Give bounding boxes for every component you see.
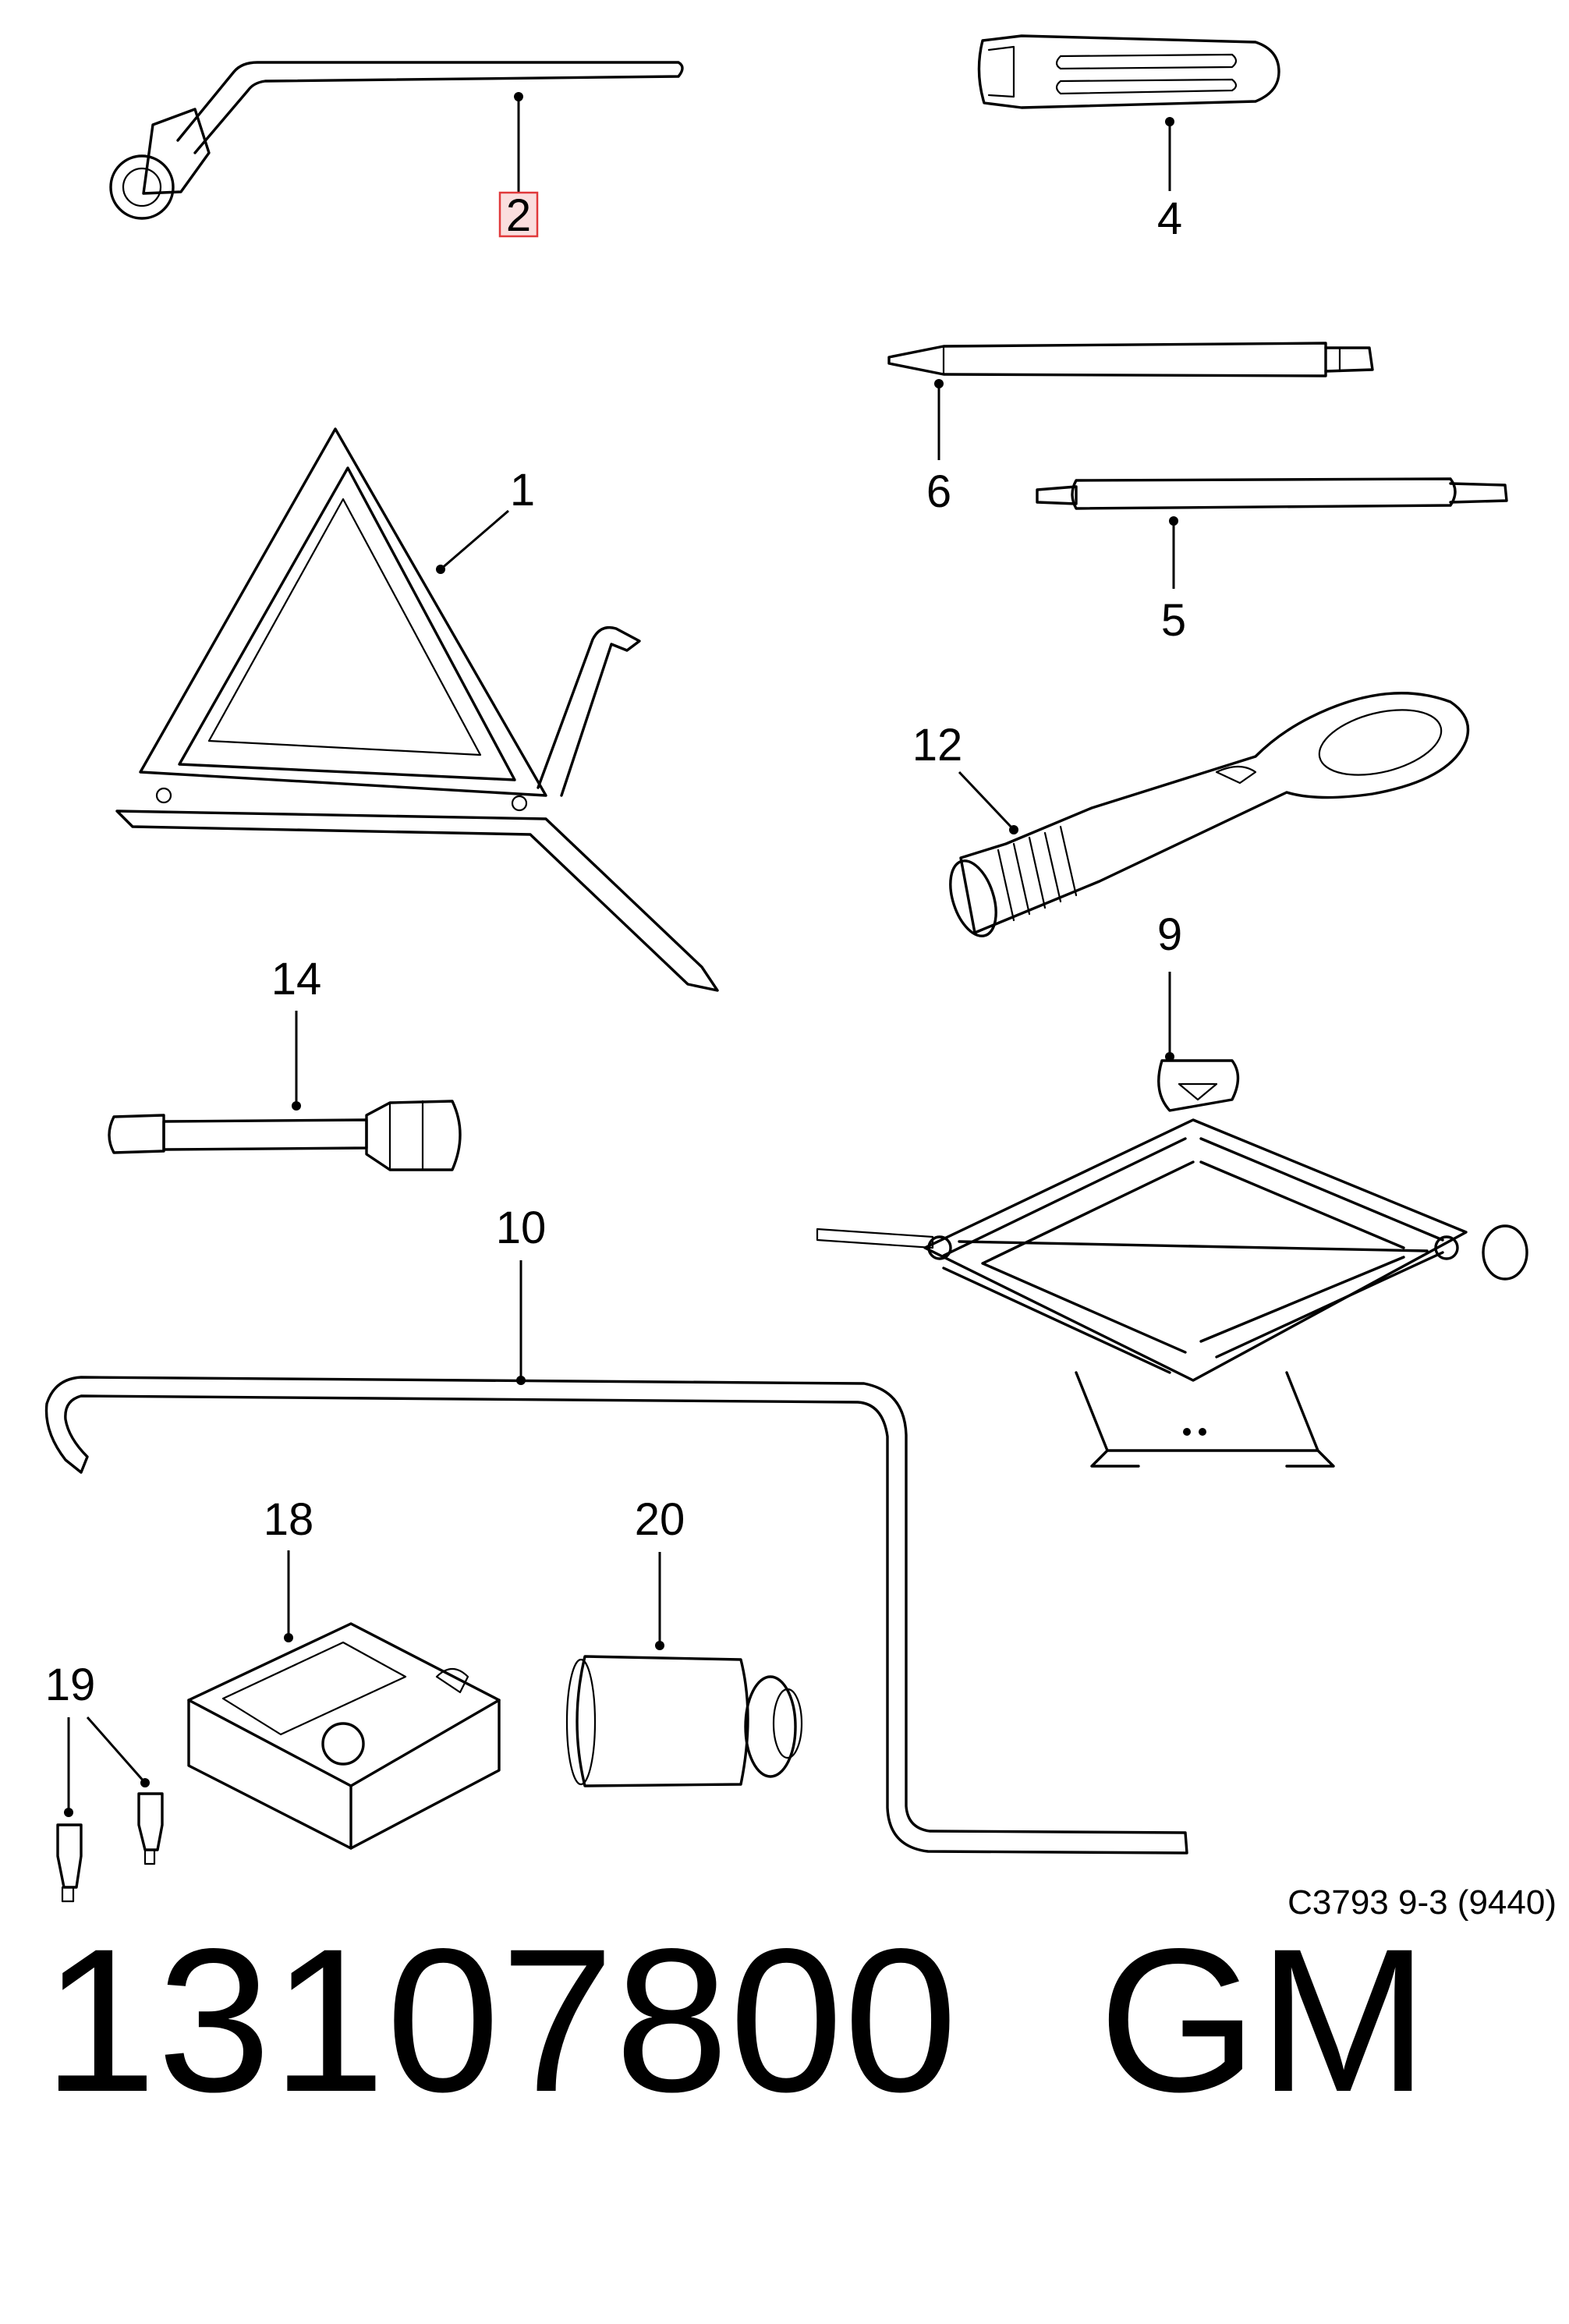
part-number: 13107800	[43, 1906, 958, 2134]
compressor-kit-illustration	[187, 1622, 501, 1850]
wheel-bolt-adapter-illustration	[108, 1100, 462, 1171]
callout-2-highlight	[498, 191, 539, 238]
callout-18[interactable]: 18	[264, 1494, 314, 1545]
callout-10[interactable]: 10	[496, 1203, 547, 1253]
extension-bar-illustration	[1036, 477, 1508, 510]
screwdriver-blade-illustration	[887, 342, 1374, 377]
sealant-canister-illustration	[565, 1655, 803, 1787]
screwdriver-handle-illustration	[977, 34, 1280, 109]
callout-9[interactable]: 9	[1157, 909, 1182, 960]
callout-20[interactable]: 20	[635, 1494, 685, 1545]
callout-1[interactable]: 1	[510, 465, 535, 515]
callout-5[interactable]: 5	[1161, 595, 1186, 646]
callout-12[interactable]: 12	[912, 720, 963, 771]
warning-triangle-illustration	[115, 427, 719, 992]
valve-adapters-illustration	[56, 1792, 164, 1903]
scissor-jack-illustration	[816, 1059, 1528, 1468]
illustration-code: C3793 9-3 (9440)	[1287, 1883, 1557, 1922]
towing-eye-illustration	[949, 692, 1470, 937]
callout-19[interactable]: 19	[45, 1660, 96, 1710]
callout-6[interactable]: 6	[926, 466, 951, 517]
lug-wrench-illustration	[109, 61, 684, 220]
jack-handle-rod-illustration	[44, 1376, 1188, 1855]
callout-2[interactable]: 2	[506, 190, 531, 241]
brand-name: GM	[1098, 1906, 1429, 2134]
callout-14[interactable]: 14	[271, 954, 322, 1004]
callout-4[interactable]: 4	[1157, 193, 1182, 244]
